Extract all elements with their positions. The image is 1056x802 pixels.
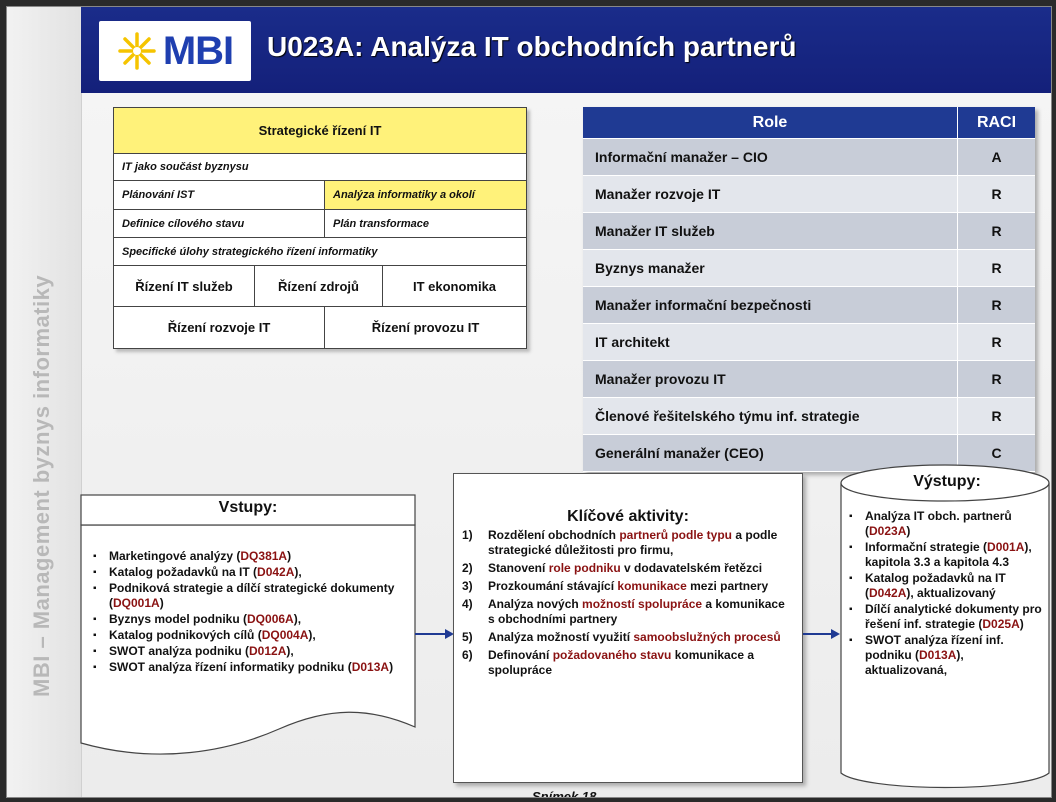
framework-title: Strategické řízení IT <box>114 108 526 153</box>
framework-cell-it-services: Řízení IT služeb <box>135 278 233 294</box>
list-item: Marketingové analýzy (DQ381A) <box>93 549 409 564</box>
raci-value: R <box>991 371 1002 387</box>
table-row: Generální manažer (CEO) C <box>583 435 1035 472</box>
raci-role: Manažer informační bezpečnosti <box>583 287 958 323</box>
inputs-box: Vstupy: Marketingové analýzy (DQ381A) Ka… <box>79 493 417 763</box>
outputs-title: Výstupy: <box>913 473 981 490</box>
outputs-list: Analýza IT obch. partnerů (D023A) Inform… <box>849 509 1047 679</box>
list-item: 3)Prozkoumání stávající komunikace mezi … <box>462 579 769 593</box>
list-item: Katalog podnikových cílů (DQ004A), <box>93 628 409 643</box>
framework-cell-target-state: Definice cílového stavu <box>122 217 245 230</box>
strategic-it-framework: Strategické řízení IT IT jako součást by… <box>113 107 527 349</box>
table-row: Manažer rozvoje IT R <box>583 176 1035 213</box>
table-row: Byznys manažer R <box>583 250 1035 287</box>
inputs-list: Marketingové analýzy (DQ381A) Katalog po… <box>93 549 409 676</box>
table-row: IT architekt R <box>583 324 1035 361</box>
slide: MBI – Management byznys informatiky MBI … <box>6 6 1052 798</box>
framework-cell-analysis: Analýza informatiky a okolí <box>324 181 526 209</box>
list-item: SWOT analýza podniku (D012A), <box>93 644 409 659</box>
list-item: Katalog požadavků na IT (D042A), aktuali… <box>849 571 1047 601</box>
framework-cell-resources: Řízení zdrojů <box>254 266 382 306</box>
slide-number: Snímek 18 <box>532 789 597 798</box>
list-item: Dílčí analytické dokumenty pro řešení in… <box>849 602 1047 632</box>
raci-role: Manažer rozvoje IT <box>583 176 958 212</box>
raci-table: Role RACI Informační manažer – CIO A Man… <box>583 107 1035 472</box>
framework-cell-planning: Plánování IST <box>122 189 195 201</box>
key-activities-list: 1)Rozdělení obchodních partnerů podle ty… <box>462 528 794 681</box>
table-row: Členové řešitelského týmu inf. strategie… <box>583 398 1035 435</box>
key-activities-title: Klíčové aktivity: <box>567 508 689 525</box>
list-item: Podniková strategie a dílčí strategické … <box>93 581 409 611</box>
logo-text: MBI <box>162 28 234 73</box>
table-row: Informační manažer – CIO A <box>583 139 1035 176</box>
raci-value: R <box>991 223 1002 239</box>
table-row: Manažer informační bezpečnosti R <box>583 287 1035 324</box>
raci-value: C <box>991 445 1002 461</box>
list-item: 6)Definování požadovaného stavu komunika… <box>462 648 755 677</box>
raci-value: R <box>991 297 1002 313</box>
left-stripe: MBI – Management byznys informatiky <box>7 7 82 797</box>
raci-value: R <box>991 186 1002 202</box>
raci-header-role: Role <box>583 107 958 138</box>
raci-role: Manažer IT služeb <box>583 213 958 249</box>
table-row: Manažer provozu IT R <box>583 361 1035 398</box>
raci-role: Členové řešitelského týmu inf. strategie <box>583 398 958 434</box>
raci-value: R <box>991 260 1002 276</box>
list-item: SWOT analýza řízení inf. podniku (D013A)… <box>849 633 1047 678</box>
framework-row-it-business: IT jako součást byznysu <box>122 161 249 173</box>
raci-header-row: Role RACI <box>583 107 1035 139</box>
list-item: 1)Rozdělení obchodních partnerů podle ty… <box>462 528 778 557</box>
key-activities-box: Klíčové aktivity: 1)Rozdělení obchodních… <box>453 473 803 783</box>
framework-cell-development: Řízení rozvoje IT <box>167 320 271 335</box>
raci-role: Byznys manažer <box>583 250 958 286</box>
framework-cell-it-economics: IT ekonomika <box>382 266 526 306</box>
list-item: Byznys model podniku (DQ006A), <box>93 612 409 627</box>
table-row: Manažer IT služeb R <box>583 213 1035 250</box>
framework-cell-transformation: Plán transformace <box>324 210 526 237</box>
raci-role: Informační manažer – CIO <box>583 139 958 175</box>
list-item: Katalog požadavků na IT (D042A), <box>93 565 409 580</box>
arrow-right-icon <box>803 629 840 639</box>
outputs-box: Výstupy: Analýza IT obch. partnerů (D023… <box>839 461 1051 795</box>
raci-header-raci: RACI <box>976 113 1017 131</box>
list-item: 5)Analýza možností využití samoobslužnýc… <box>462 630 781 644</box>
framework-row-specific-tasks: Specifické úlohy strategického řízení in… <box>122 245 378 258</box>
list-item: SWOT analýza řízení informatiky podniku … <box>93 660 409 675</box>
arrow-right-icon <box>415 629 454 639</box>
inputs-title: Vstupy: <box>218 499 278 516</box>
list-item: 2)Stanovení role podniku v dodavatelském… <box>462 561 763 575</box>
raci-role: Manažer provozu IT <box>583 361 958 397</box>
raci-role: IT architekt <box>583 324 958 360</box>
raci-value: R <box>991 334 1002 350</box>
raci-role: Generální manažer (CEO) <box>583 435 958 471</box>
page-title: U023A: Analýza IT obchodních partnerů <box>267 31 797 62</box>
vertical-title: MBI – Management byznys informatiky <box>29 274 54 697</box>
sun-icon <box>118 32 156 70</box>
mbi-logo: MBI <box>99 21 251 81</box>
list-item: 4)Analýza nových možností spolupráce a k… <box>462 597 785 626</box>
raci-value: R <box>991 408 1002 424</box>
list-item: Informační strategie (D001A), kapitola 3… <box>849 540 1047 570</box>
list-item: Analýza IT obch. partnerů (D023A) <box>849 509 1047 539</box>
raci-value: A <box>991 149 1002 165</box>
framework-cell-operations: Řízení provozu IT <box>324 307 526 348</box>
header-bar: MBI U023A: Analýza IT obchodních partner… <box>81 7 1051 93</box>
